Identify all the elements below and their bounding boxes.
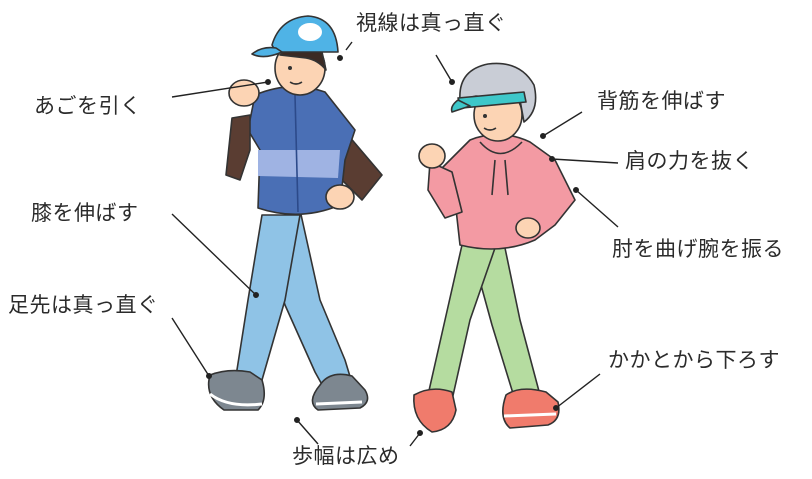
label-shoulders: 肩の力を抜く: [625, 149, 754, 173]
label-heel: かかとから下ろす: [608, 348, 780, 372]
label-gaze: 視線は真っ直ぐ: [356, 11, 507, 35]
label-toes: 足先は真っ直ぐ: [8, 293, 159, 317]
woman-figure: [413, 62, 576, 433]
leader-lines: [171, 41, 619, 447]
label-back: 背筋を伸ばす: [597, 89, 726, 113]
man-figure: [207, 15, 383, 411]
label-stride: 歩幅は広め: [292, 444, 400, 468]
label-elbow: 肘を曲げ腕を振る: [612, 237, 784, 261]
label-knees: 膝を伸ばす: [31, 201, 139, 225]
label-chin: あごを引く: [34, 94, 142, 118]
